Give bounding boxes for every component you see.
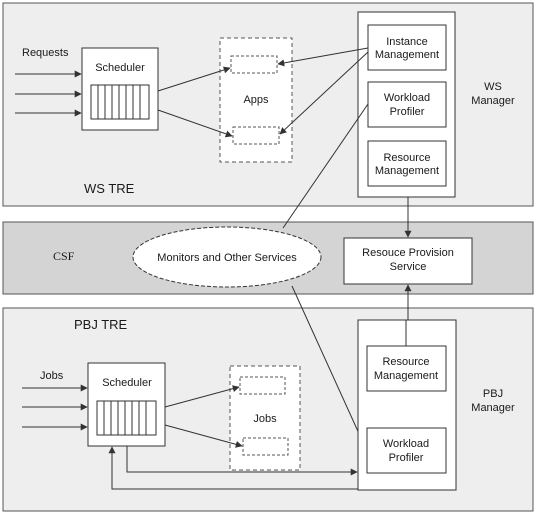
provision-service-line2: Service (390, 261, 427, 273)
pbj-job-slot-top (239, 376, 286, 395)
ws-instance-mgmt-line1: Instance (386, 36, 428, 48)
ws-requests-label: Requests (22, 47, 69, 59)
pbj-tre-label: PBJ TRE (74, 317, 128, 332)
ws-workload-profiler-line1: Workload (384, 92, 430, 104)
provision-service-line1: Resouce Provision (362, 247, 454, 259)
ws-workload-profiler-line2: Profiler (390, 106, 425, 118)
pbj-workload-profiler-line2: Profiler (389, 452, 424, 464)
csf-label: CSF (53, 249, 75, 263)
pbj-job-slot-bottom (242, 437, 289, 456)
ws-workload-profiler-box (367, 81, 447, 128)
ws-resource-mgmt-box (367, 140, 447, 187)
pbj-sched-to-jobs-bottom (164, 424, 243, 448)
ws-app-slot-top (230, 55, 278, 74)
ws-instance-to-app-top (277, 47, 369, 67)
ws-scheduler-queue (90, 84, 150, 120)
ws-instance-to-app-bottom (279, 51, 369, 135)
pbj-scheduler-queue (96, 400, 157, 436)
ws-instance-mgmt-box (367, 24, 447, 71)
pbj-sched-to-jobs-top (164, 385, 240, 408)
pbj-resource-mgmt-line2: Management (374, 370, 438, 382)
pbj-feedback-arrow-to-profiler (126, 446, 358, 476)
ws-profiler-to-csf (282, 103, 369, 229)
ws-sched-to-apps-bottom (157, 109, 233, 138)
ws-tre-label: WS TRE (84, 181, 135, 196)
pbj-jobs-input-label: Jobs (40, 370, 64, 382)
pbj-resource-mgmt-line1: Resource (382, 356, 429, 368)
pbj-resource-mgmt-box (366, 345, 447, 392)
ws-resource-mgmt-line2: Management (375, 165, 439, 177)
pbj-jobs-label: Jobs (253, 413, 277, 425)
pbj-workload-profiler-box (366, 427, 447, 474)
ws-apps-label: Apps (243, 94, 269, 106)
pbj-profiler-to-csf (291, 285, 367, 450)
monitors-label: Monitors and Other Services (157, 252, 297, 264)
monitors-ellipse (132, 226, 322, 288)
ws-resource-mgmt-line1: Resource (383, 152, 430, 164)
ws-sched-to-apps-top (157, 66, 231, 92)
pbj-manager-label-line1: PBJ (483, 388, 503, 400)
ws-manager-label-line2: Manager (471, 95, 515, 107)
ws-instance-mgmt-line2: Management (375, 49, 439, 61)
pbj-scheduler-label: Scheduler (102, 377, 152, 389)
ws-app-slot-bottom (232, 126, 280, 145)
pbj-feedback-arrow-to-scheduler (108, 446, 358, 490)
pbj-workload-profiler-line1: Workload (383, 438, 429, 450)
pbj-manager-label-line2: Manager (471, 402, 515, 414)
ws-scheduler-label: Scheduler (95, 62, 145, 74)
ws-manager-label-line1: WS (484, 81, 502, 93)
provision-service-box (343, 237, 473, 285)
